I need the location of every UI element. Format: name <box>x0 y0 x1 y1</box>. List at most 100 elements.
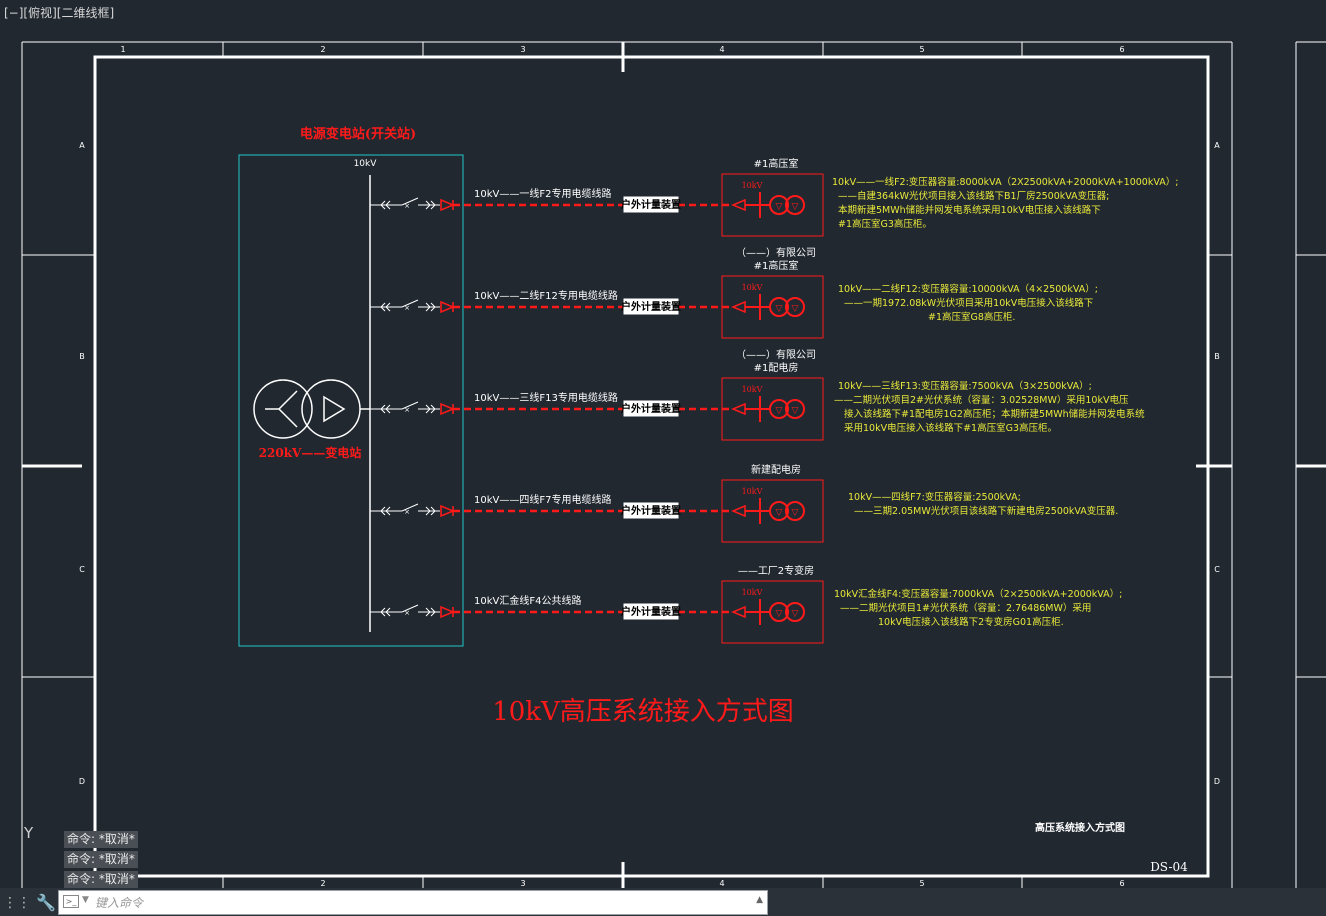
transformer-delta-icon: ▽ <box>792 202 799 212</box>
feeder-description-line: 10kV电压接入该线路下2专变房G01高压柜. <box>878 616 1064 628</box>
command-input-box[interactable]: >_ ▼ ▲ <box>58 890 768 915</box>
chevron-down-icon[interactable]: ▼ <box>82 895 89 905</box>
cable-terminal-icon <box>731 504 746 518</box>
meter-box <box>623 502 679 519</box>
column-label: 5 <box>919 879 924 888</box>
row-label: C <box>1214 565 1220 574</box>
column-label: 4 <box>719 45 724 54</box>
feeder-description-line: ——自建364kW光伏项目接入该线路下B1厂房2500kVA变压器; <box>838 190 1109 202</box>
breaker-cross-icon: × <box>404 508 410 516</box>
transformer-coil-icon <box>785 297 805 317</box>
command-input[interactable] <box>93 892 737 913</box>
meter-label: 户外计量装置 <box>620 300 681 313</box>
feeder-description-line: 接入该线路下#1配电房1G2高压柜；本期新建5MWh储能并网发电系统 <box>844 408 1145 420</box>
transformer-coil-icon <box>769 195 789 215</box>
feeder-line-label: 10kV汇金线F4公共线路 <box>474 594 581 607</box>
feeder-description-line: 10kV——一线F2:变压器容量:8000kVA（2X2500kVA+2000k… <box>832 176 1178 188</box>
withdrawable-contact-icon <box>430 607 436 617</box>
transformer-coil-icon <box>785 602 805 622</box>
chevron-up-icon[interactable]: ▲ <box>756 895 763 905</box>
withdrawable-contact-icon <box>380 506 386 516</box>
transformer-coil-icon <box>769 297 789 317</box>
feeder-line-label: 10kV——一线F2专用电缆线路 <box>474 187 611 200</box>
title-block-name: 高压系统接入方式图 <box>1035 821 1125 834</box>
cable-terminal-icon <box>440 198 455 212</box>
switch-room-box <box>721 580 824 644</box>
column-label: 5 <box>919 45 924 54</box>
row-dividers <box>22 254 1326 678</box>
withdrawable-contact-icon <box>425 404 431 414</box>
row-label: B <box>1214 352 1220 361</box>
meter-label: 户外计量装置 <box>620 504 681 517</box>
cable-terminal-icon <box>731 402 746 416</box>
command-line-bar: ⋮⋮ 🔧 >_ ▼ ▲ <box>0 888 1326 916</box>
meter-label: 户外计量装置 <box>620 402 681 415</box>
withdrawable-contact-icon <box>430 200 436 210</box>
column-label: 6 <box>1119 45 1124 54</box>
row-label: A <box>1214 141 1220 150</box>
breaker-switch-icon <box>401 197 419 206</box>
feeder-description-line: ——一期1972.08kW光伏项目采用10kV电压接入该线路下 <box>844 297 1093 309</box>
withdrawable-contact-icon <box>380 200 386 210</box>
feeder: ×10kV——一线F2专用电缆线路户外计量装置10kV▽▽#1高压室10kV——… <box>370 157 1178 237</box>
cable-terminal-icon <box>440 402 455 416</box>
command-history-line: 命令: *取消* <box>64 871 138 888</box>
title-block-number: DS-04 <box>1150 860 1188 874</box>
room-voltage-label: 10kV <box>742 487 763 496</box>
wrench-icon[interactable]: 🔧 <box>36 893 56 912</box>
transformer-delta-icon: ▽ <box>792 508 799 518</box>
command-prompt-icon[interactable]: >_ <box>63 895 79 908</box>
feeder-description-line: 10kV——二线F12:变压器容量:10000kVA（4×2500kVA）; <box>838 283 1098 295</box>
column-label: 3 <box>520 45 525 54</box>
feeder-group: ×10kV——一线F2专用电缆线路户外计量装置10kV▽▽#1高压室10kV——… <box>370 157 1178 644</box>
row-label: D <box>79 777 85 786</box>
withdrawable-contact-icon <box>385 302 391 312</box>
feeder-description-line: 本期新建5MWh储能并网发电系统采用10kV电压接入该线路下 <box>838 204 1101 216</box>
feeder-description-line: 10kV——四线F7:变压器容量:2500kVA; <box>848 491 1021 503</box>
row-label: A <box>79 141 85 150</box>
breaker-switch-icon <box>401 503 419 512</box>
cable-terminal-icon <box>731 198 746 212</box>
room-name-label: #1配电房 <box>754 361 799 374</box>
withdrawable-contact-icon <box>380 607 386 617</box>
main-title: 10kV高压系统接入方式图 <box>492 697 794 727</box>
withdrawable-contact-icon <box>385 607 391 617</box>
withdrawable-contact-icon <box>430 404 436 414</box>
room-voltage-label: 10kV <box>742 385 763 394</box>
feeder-line-label: 10kV——二线F12专用电缆线路 <box>474 289 618 302</box>
withdrawable-contact-icon <box>385 404 391 414</box>
transformer-delta-icon: ▽ <box>776 304 783 314</box>
transformer-coil-icon <box>785 195 805 215</box>
feeder-description-line: 10kV——三线F13:变压器容量:7500kVA（3×2500kVA）; <box>838 380 1092 392</box>
withdrawable-contact-icon <box>430 506 436 516</box>
column-label: 4 <box>719 879 724 888</box>
transformer-coil-icon <box>769 602 789 622</box>
switch-room-box <box>721 173 824 237</box>
cable-terminal-icon <box>731 605 746 619</box>
withdrawable-contact-icon <box>380 302 386 312</box>
feeder-description-line: ——三期2.05MW光伏项目该线路下新建电房2500kVA变压器. <box>854 505 1118 517</box>
column-label: 2 <box>320 45 325 54</box>
room-voltage-label: 10kV <box>742 181 763 190</box>
room-name-label: （——）有限公司 <box>736 246 816 259</box>
command-history-line: 命令: *取消* <box>64 851 138 868</box>
room-name-label: （——）有限公司 <box>736 348 816 361</box>
withdrawable-contact-icon <box>385 200 391 210</box>
withdrawable-contact-icon <box>425 506 431 516</box>
grip-handle-icon[interactable]: ⋮⋮ <box>3 895 31 911</box>
cable-terminal-icon <box>440 605 455 619</box>
row-label: C <box>79 565 85 574</box>
column-dividers <box>222 42 1023 888</box>
breaker-cross-icon: × <box>404 406 410 414</box>
cable-terminal-icon <box>440 300 455 314</box>
command-history-line: 命令: *取消* <box>64 831 138 848</box>
feeder-description-line: ——二期光伏项目2#光伏系统（容量：3.02528MW）采用10kV电压 <box>834 394 1129 406</box>
feeder-description-line: 10kV汇金线F4:变压器容量:7000kVA（2×2500kVA+2000kV… <box>834 588 1122 600</box>
transformer-coil-icon <box>769 501 789 521</box>
viewport-controls-label[interactable]: [−][俯视][二维线框] <box>4 6 115 20</box>
cable-terminal-icon <box>731 300 746 314</box>
column-label: 3 <box>520 879 525 888</box>
transformer-delta-icon: ▽ <box>792 304 799 314</box>
meter-box <box>623 298 679 315</box>
